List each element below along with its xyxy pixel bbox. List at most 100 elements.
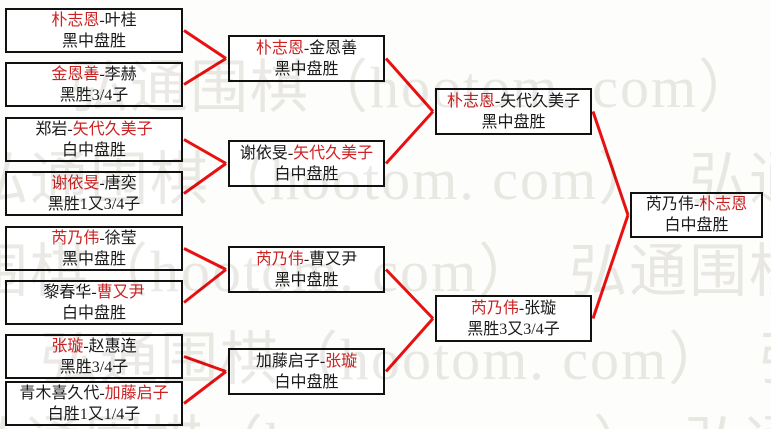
match-players: 谢依旻-唐奕 [51,173,136,194]
winner-name: 芮乃伟 [255,250,304,268]
winner-name: 加藤启子 [104,384,169,402]
players-separator: - [303,250,310,268]
match-players: 芮乃伟-朴志恩 [646,194,747,215]
match-box-round-1-4: 谢依旻-唐奕黑胜1又3/4子 [5,171,183,216]
player-name: 曹又尹 [309,250,358,268]
match-result: 黑中盘胜 [61,32,126,50]
match-box-quarterfinals-1: 朴志恩-金恩善黑中盘胜 [228,35,385,82]
winner-name: 芮乃伟 [51,229,100,247]
connector-line [183,57,227,86]
player-name: 李赫 [104,65,137,83]
player-name: 加藤启子 [255,352,320,370]
connector-line [183,162,227,195]
player-name: 金恩善 [309,39,358,57]
players-separator: - [67,120,73,138]
match-box-round-1-2: 金恩善-李赫黑胜3/4子 [5,62,183,107]
match-result: 黑胜3/4子 [59,358,129,376]
player-name: 赵惠连 [88,337,137,355]
players-separator: - [99,65,105,83]
match-box-semifinals-1: 朴志恩-矢代久美子黑中盘胜 [435,88,592,135]
player-name: 唐奕 [104,174,137,192]
player-name: 青木喜久代 [19,384,100,402]
connector-line [183,355,227,373]
connector-line [183,138,227,165]
players-separator: - [91,283,97,301]
match-box-round-1-8: 青木喜久代-加藤启子白胜1又1/4子 [5,381,183,426]
winner-name: 芮乃伟 [470,299,519,317]
match-result: 黑中盘胜 [481,113,546,131]
match-players: 芮乃伟-曹又尹 [256,249,357,270]
player-name: 张璇 [524,299,557,317]
match-box-quarterfinals-2: 谢依旻-矢代久美子白中盘胜 [228,140,385,187]
match-players: 谢依旻-矢代久美子 [240,143,373,164]
player-name: 谢依旻 [239,144,288,162]
players-separator: - [693,196,700,213]
player-name: 矢代久美子 [500,92,581,110]
match-result: 黑中盘胜 [61,250,126,268]
match-result: 黑胜3/4子 [59,86,129,104]
winner-name: 张璇 [325,352,358,370]
player-name: 芮乃伟 [645,196,694,213]
match-box-round-1-1: 朴志恩-叶桂黑中盘胜 [5,8,183,53]
connector-line [384,317,435,373]
connector-line [591,214,630,319]
match-box-round-1-6: 黎春华-曹又尹白中盘胜 [5,280,183,325]
match-box-quarterfinals-4: 加藤启子-张璇白中盘胜 [228,348,385,395]
match-players: 金恩善-李赫 [51,64,136,85]
match-result: 黑中盘胜 [274,271,339,289]
match-result: 白中盘胜 [664,217,729,234]
players-separator: - [287,144,294,162]
winner-name: 朴志恩 [51,11,100,29]
connector-line [384,268,435,320]
match-box-round-1-3: 郑岩-矢代久美子白中盘胜 [5,117,183,162]
player-name: 叶桂 [104,11,137,29]
match-result: 白中盘胜 [274,373,339,391]
players-separator: - [518,299,525,317]
connector-line [384,57,435,113]
winner-name: 曹又尹 [96,283,145,301]
match-players: 朴志恩-金恩善 [256,38,357,59]
connector-line [384,110,435,165]
winner-name: 谢依旻 [51,174,100,192]
players-separator: - [83,337,89,355]
match-players: 朴志恩-叶桂 [51,10,136,31]
match-players: 青木喜久代-加藤启子 [19,383,168,404]
match-players: 加藤启子-张璇 [256,351,357,372]
winner-name: 金恩善 [51,65,100,83]
connector-line [591,111,630,216]
player-name: 徐莹 [104,229,137,247]
match-box-final-1: 芮乃伟-朴志恩白中盘胜 [630,192,763,238]
match-result: 白中盘胜 [61,141,126,159]
winner-name: 张璇 [51,337,84,355]
match-result: 白胜1又1/4子 [47,405,141,423]
match-players: 张璇-赵惠连 [51,336,136,357]
winner-name: 矢代久美子 [72,120,153,138]
match-box-round-1-5: 芮乃伟-徐莹黑中盘胜 [5,226,183,271]
players-separator: - [99,229,105,247]
match-result: 黑胜1又3/4子 [47,195,141,213]
connector-line [183,268,227,304]
match-result: 黑胜3又3/4子 [467,320,560,338]
players-separator: - [99,174,105,192]
match-box-semifinals-2: 芮乃伟-张璇黑胜3又3/4子 [435,295,592,342]
match-result: 黑中盘胜 [274,60,339,78]
match-players: 郑岩-矢代久美子 [35,119,152,140]
connector-line [183,247,227,271]
players-separator: - [303,39,310,57]
connector-line [183,370,227,405]
players-separator: - [99,11,105,29]
match-result: 白中盘胜 [274,165,339,183]
winner-name: 朴志恩 [699,196,748,213]
winner-name: 矢代久美子 [293,144,374,162]
match-box-quarterfinals-3: 芮乃伟-曹又尹黑中盘胜 [228,246,385,293]
player-name: 郑岩 [35,120,68,138]
match-players: 芮乃伟-徐莹 [51,228,136,249]
players-separator: - [99,384,105,402]
match-players: 朴志恩-矢代久美子 [447,91,580,112]
winner-name: 朴志恩 [255,39,304,57]
players-separator: - [319,352,326,370]
players-separator: - [494,92,501,110]
match-players: 芮乃伟-张璇 [471,298,556,319]
